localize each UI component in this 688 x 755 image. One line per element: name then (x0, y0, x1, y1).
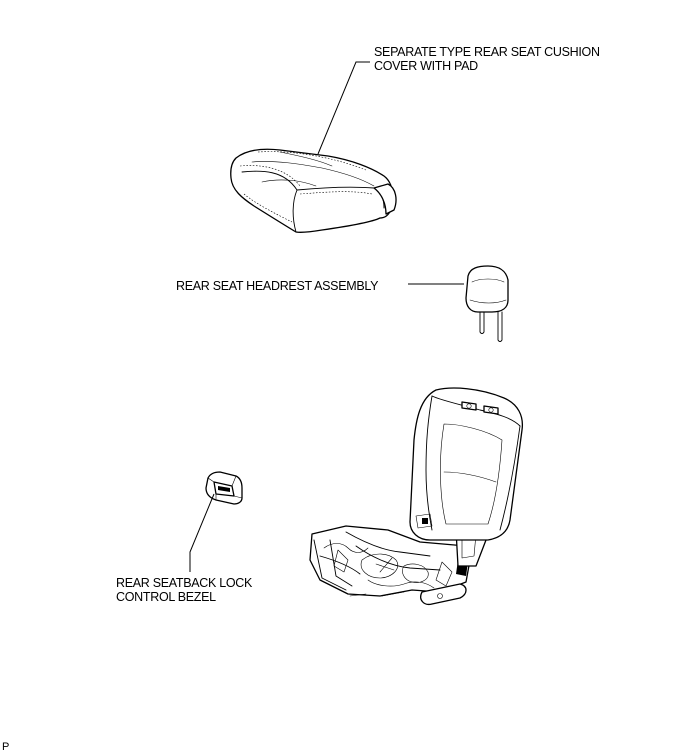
seat-cushion-illustration (230, 148, 397, 234)
lock-bezel-illustration (205, 471, 243, 505)
headrest-illustration (465, 265, 509, 342)
label-cushion-cover-line-1: SEPARATE TYPE REAR SEAT CUSHION (374, 45, 600, 59)
seatback-illustration (409, 387, 524, 541)
label-headrest: REAR SEAT HEADREST ASSEMBLY (176, 279, 378, 293)
label-lock-bezel: REAR SEATBACK LOCK CONTROL BEZEL (116, 576, 252, 604)
leader-line-cushion (317, 61, 370, 155)
footer-code: P (2, 741, 10, 753)
label-headrest-line-1: REAR SEAT HEADREST ASSEMBLY (176, 279, 379, 293)
label-cushion-cover: SEPARATE TYPE REAR SEAT CUSHION COVER WI… (374, 45, 600, 73)
label-lock-bezel-line-2: CONTROL BEZEL (116, 590, 216, 604)
leader-line-bezel (189, 493, 215, 572)
label-cushion-cover-line-2: COVER WITH PAD (374, 59, 478, 73)
label-lock-bezel-line-1: REAR SEATBACK LOCK (116, 576, 253, 590)
